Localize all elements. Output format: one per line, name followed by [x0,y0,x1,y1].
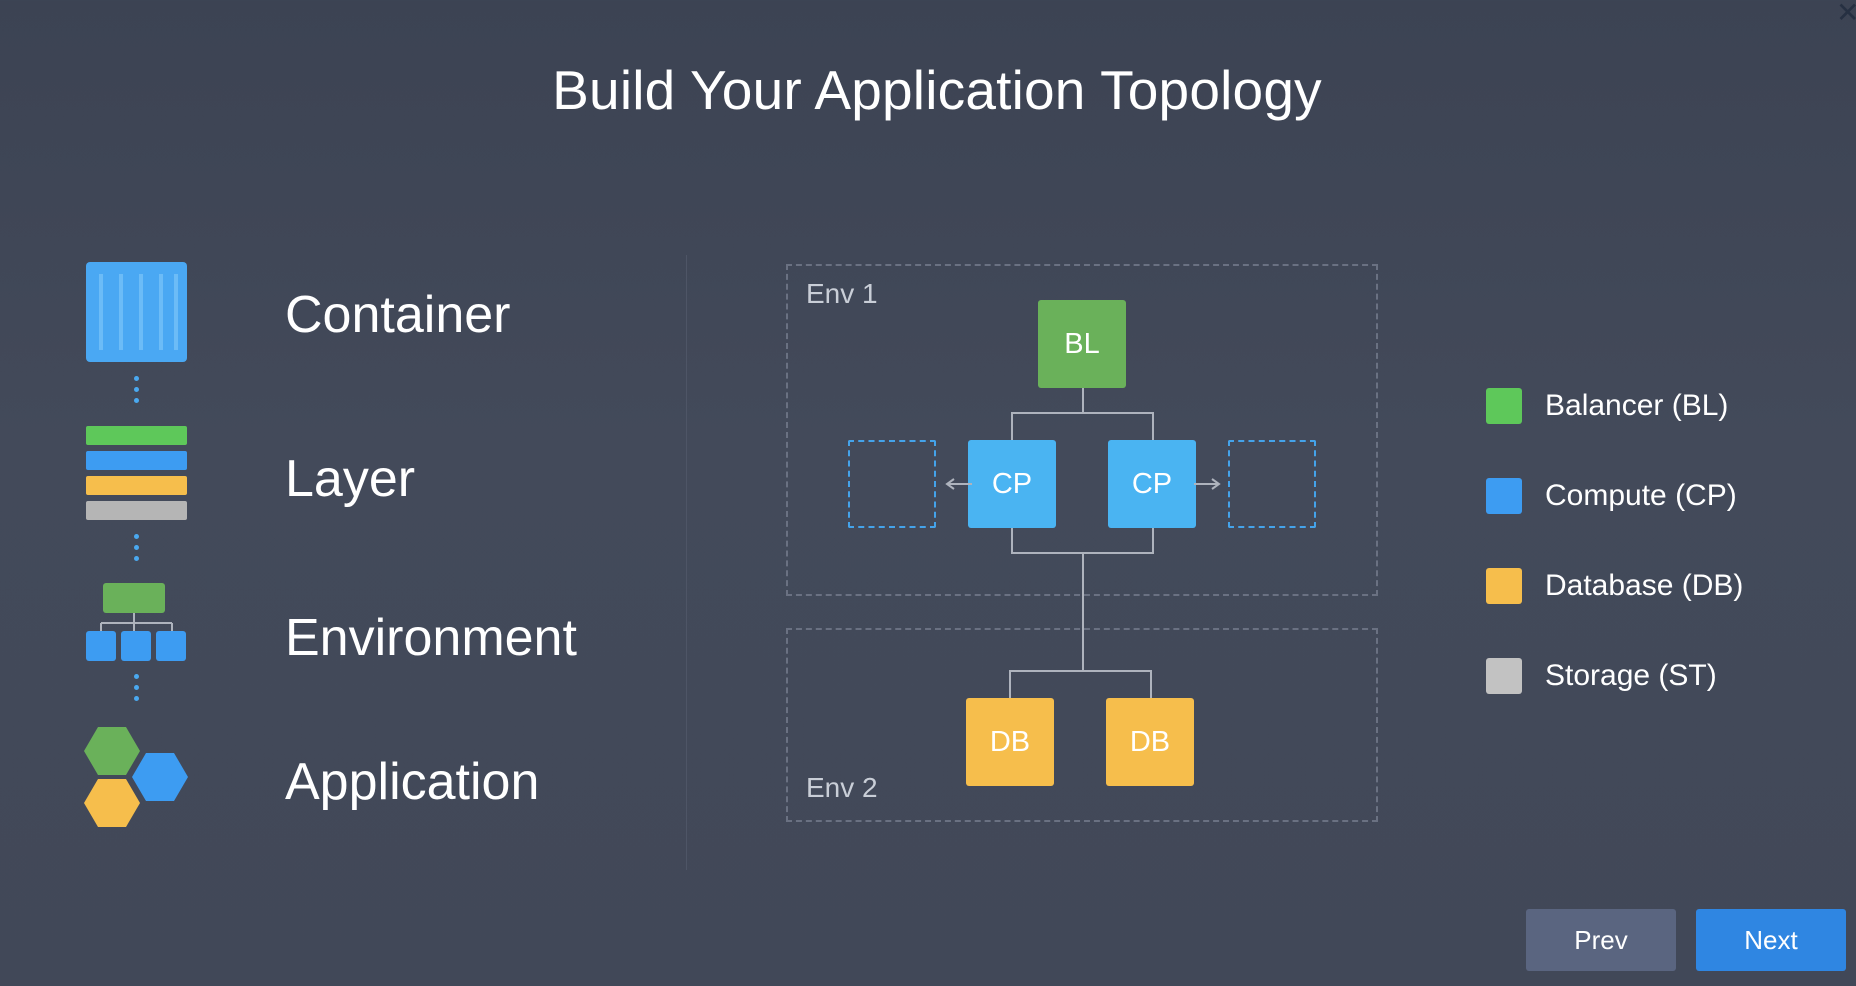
compute-node: CP [968,440,1056,528]
connector-line [1009,670,1152,672]
legend-label-storage: Storage (ST) [1545,659,1717,692]
legend-swatch-balancer [1486,388,1522,424]
connector-dots [134,674,139,707]
application-hexagons-icon [84,727,188,827]
connector-line [1009,670,1011,700]
arrow-right-icon [1194,478,1221,490]
concept-layer-label: Layer [285,450,416,508]
connector-dots [134,376,139,409]
balancer-node: BL [1038,300,1126,388]
container-icon [86,262,187,362]
legend-label-compute: Compute (CP) [1545,479,1737,512]
compute-node: CP [1108,440,1196,528]
prev-button[interactable]: Prev [1526,909,1676,971]
database-node: DB [1106,698,1194,786]
connector-line [1152,528,1154,553]
legend-label-balancer: Balancer (BL) [1545,389,1729,422]
page-title: Build Your Application Topology [552,59,1322,121]
connector-line [1011,412,1154,414]
legend-label-database: Database (DB) [1545,569,1744,602]
connector-line [1152,412,1154,442]
database-node: DB [966,698,1054,786]
layer-stack-icon [86,426,187,520]
environment-tree-icon [86,583,186,661]
connector-dots [134,534,139,567]
concept-environment-label: Environment [285,609,577,667]
connector-line [1082,552,1084,671]
env1-label: Env 1 [806,278,878,309]
concept-application-label: Application [285,753,540,811]
next-button[interactable]: Next [1696,909,1846,971]
env2-label: Env 2 [806,772,878,803]
section-divider [686,255,687,870]
connector-line [1082,388,1084,413]
arrow-left-icon [945,478,972,490]
connector-line [1011,412,1013,442]
legend-swatch-storage [1486,658,1522,694]
legend-swatch-database [1486,568,1522,604]
scale-placeholder-left [848,440,936,528]
legend-swatch-compute [1486,478,1522,514]
close-icon[interactable]: ✕ [1836,0,1856,28]
connector-line [1150,670,1152,700]
scale-placeholder-right [1228,440,1316,528]
connector-line [1011,528,1013,553]
concept-container-label: Container [285,286,511,344]
